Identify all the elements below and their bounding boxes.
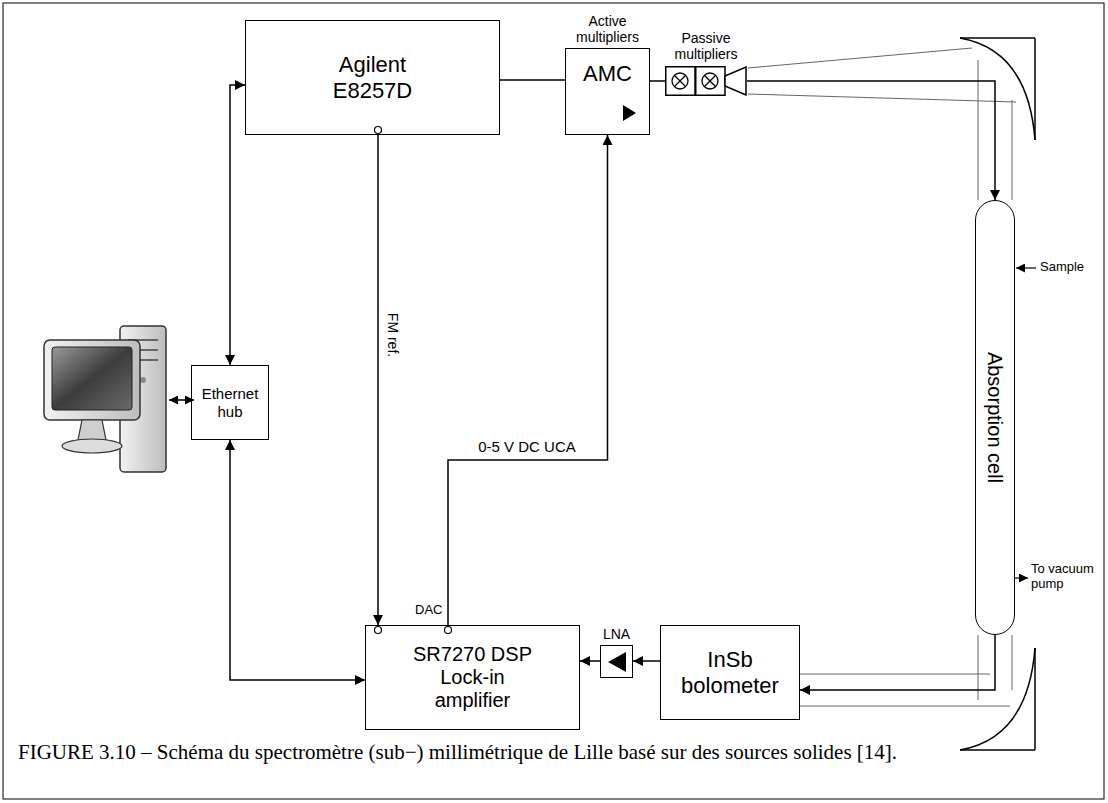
box-label: SR7270 DSP Lock-in amplifier	[405, 643, 540, 712]
multiplier-symbol	[665, 66, 747, 96]
part-heading: LNA	[597, 626, 637, 642]
connector	[580, 660, 600, 662]
signal-name: 0-5 V DC UCA	[478, 438, 576, 455]
box-label: Ethernet hub	[198, 385, 262, 420]
connector	[747, 81, 995, 200]
ethernet-hub: Ethernet hub	[191, 365, 269, 440]
connector	[500, 79, 565, 81]
amplifier-symbol	[621, 104, 637, 122]
absorption-cell: Absorption cell	[975, 200, 1015, 635]
bolometer: InSb bolometer	[660, 625, 800, 720]
dac-port	[445, 627, 452, 634]
bottom-mirror	[960, 648, 1035, 750]
part-heading: Active multipliers	[560, 13, 656, 45]
lna-amplifier: LNA	[600, 645, 633, 678]
signal-generator: Agilent E8257D	[245, 20, 500, 135]
figure-caption: FIGURE 3.10 – Schéma du spectromètre (su…	[18, 738, 1088, 766]
connector	[448, 135, 608, 625]
sample-inlet	[1016, 267, 1036, 268]
signal-name: FM ref.	[385, 313, 401, 357]
connector	[230, 440, 365, 680]
outlet-label: To vacuum pump	[1031, 562, 1103, 592]
pump-outlet	[1015, 577, 1028, 578]
active-multiplier: Active multipliersAMC	[565, 48, 650, 135]
part-heading: Passive multipliers	[658, 30, 754, 62]
passive-multiplier: Passive multipliers	[665, 66, 747, 96]
figure-frame	[3, 3, 1104, 799]
fm-port	[375, 127, 382, 134]
connector	[633, 660, 660, 662]
lock-in-amplifier: SR7270 DSP Lock-in amplifier	[365, 625, 580, 730]
connector	[230, 85, 245, 365]
amplifier-symbol	[602, 647, 632, 677]
inlet-label: Sample	[1040, 260, 1084, 275]
box-label: Absorption cell	[984, 352, 1007, 483]
port-name: DAC	[415, 603, 442, 618]
connector	[800, 635, 995, 690]
connector	[377, 135, 379, 625]
ref-port	[375, 627, 382, 634]
box-label: AMC	[583, 61, 632, 86]
top-mirror	[960, 38, 1035, 140]
beam	[748, 48, 1016, 706]
box-label: Agilent E8257D	[303, 52, 443, 103]
connector	[650, 80, 665, 82]
box-label: InSb bolometer	[670, 647, 790, 698]
computer-illustration	[44, 326, 166, 472]
